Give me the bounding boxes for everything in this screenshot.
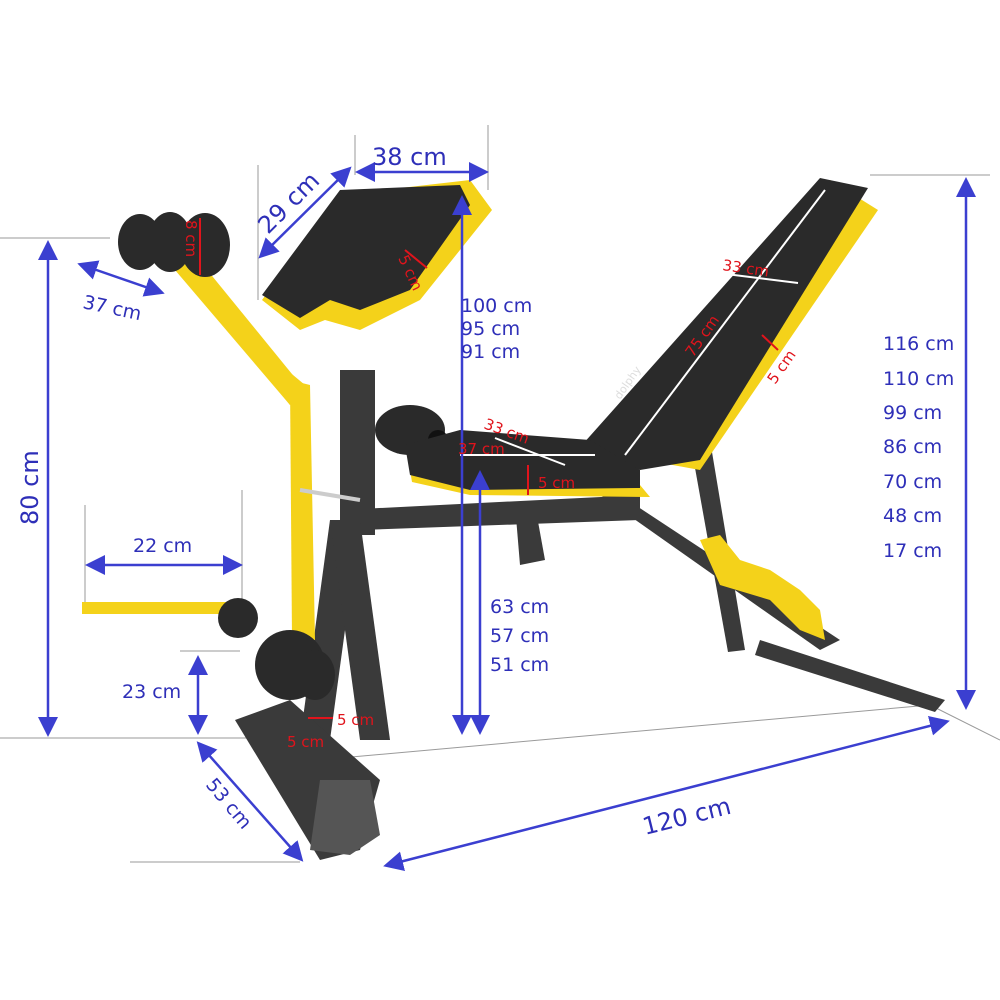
back-height-6: 48 cm: [883, 505, 942, 527]
detail-marks: [199, 218, 779, 719]
seat-height-2: 57 cm: [490, 625, 549, 647]
bench-frame: [235, 370, 945, 860]
back-height-1: 116 cm: [883, 333, 954, 355]
seat-height-1: 63 cm: [490, 596, 549, 618]
label-roller-width: 37 cm: [81, 291, 143, 325]
label-preacher-width: 38 cm: [372, 143, 447, 171]
label-bar-length: 22 cm: [133, 535, 192, 557]
preacher-height-2: 95 cm: [461, 318, 520, 340]
back-height-4: 86 cm: [883, 436, 942, 458]
label-tube-depth: 5 cm: [287, 733, 324, 751]
foam-rollers: [118, 212, 448, 700]
label-seat-length: 37 cm: [458, 440, 505, 458]
preacher-height-3: 91 cm: [461, 341, 520, 363]
preacher-pad: [262, 180, 492, 330]
label-seat-thickness: 5 cm: [538, 474, 575, 492]
dimension-lines: [38, 162, 976, 871]
label-base-width: 53 cm: [201, 774, 256, 833]
label-tube-width: 5 cm: [337, 711, 374, 729]
seat-height-3: 51 cm: [490, 654, 549, 676]
label-leg-roller-height: 23 cm: [122, 681, 181, 703]
back-height-3: 99 cm: [883, 402, 942, 424]
back-height-list: 116 cm 110 cm 99 cm 86 cm 70 cm 48 cm 17…: [883, 333, 954, 562]
yellow-arm: [82, 255, 361, 640]
weight-bar: [82, 602, 242, 614]
back-height-5: 70 cm: [883, 471, 942, 493]
label-roller-diameter: 8 cm: [182, 220, 200, 257]
seat-height-list: 63 cm 57 cm 51 cm: [490, 596, 549, 676]
back-height-7: 17 cm: [883, 540, 942, 562]
label-arm-height: 80 cm: [16, 450, 44, 525]
preacher-height-list: 100 cm 95 cm 91 cm: [461, 295, 532, 363]
preacher-height-1: 100 cm: [461, 295, 532, 317]
back-height-2: 110 cm: [883, 368, 954, 390]
label-total-length: 120 cm: [640, 792, 734, 841]
